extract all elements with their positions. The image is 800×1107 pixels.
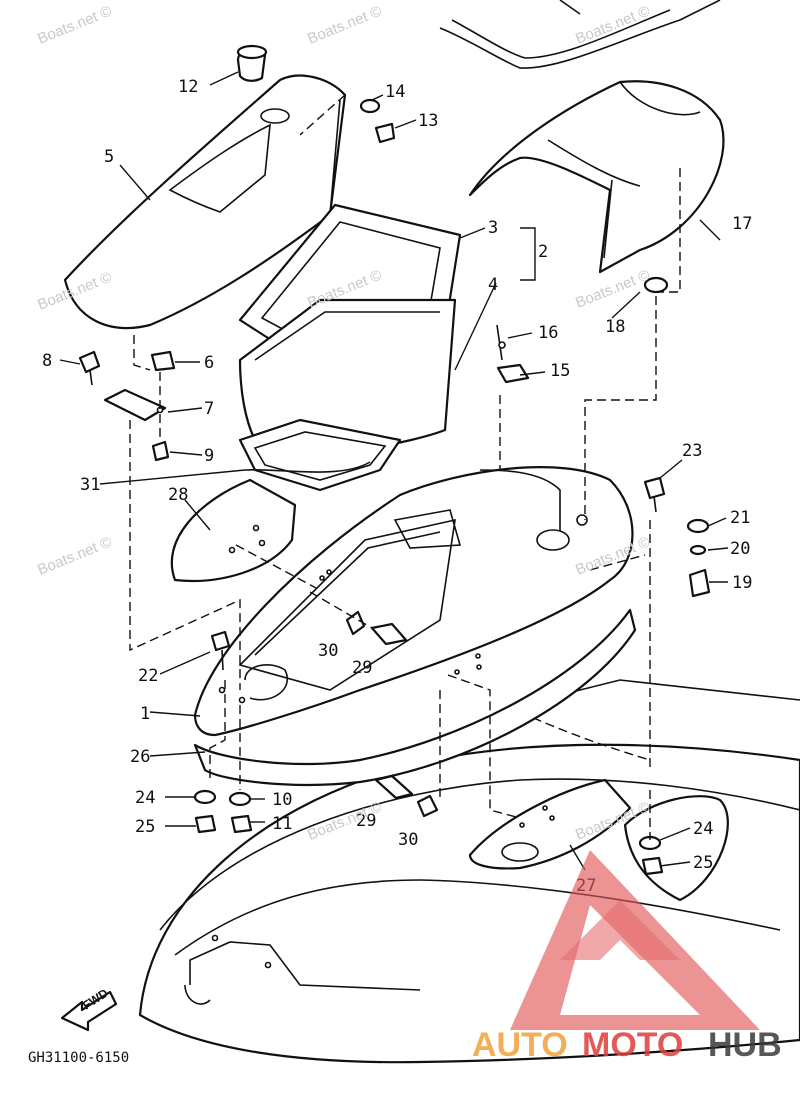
bolt-19 [688, 568, 711, 598]
callout-13: 13 [418, 111, 438, 131]
brand-logo: AUTO MOTO HUB [472, 850, 782, 1064]
callout-5: 5 [104, 147, 114, 167]
callout-22: 22 [138, 666, 158, 686]
callout-4: 4 [488, 275, 498, 295]
callout-3: 3 [488, 218, 498, 238]
bolt-23 [643, 476, 666, 513]
deck-body [193, 466, 634, 737]
bolt-29-lower [374, 774, 414, 800]
callout-10: 10 [272, 790, 292, 810]
washer-20 [689, 544, 707, 556]
clip-15 [496, 363, 530, 384]
callout-18: 18 [605, 317, 625, 337]
rub-rail [193, 608, 637, 786]
nut-25-right [641, 856, 664, 876]
brand-hub: HUB [708, 1026, 782, 1064]
callout-9: 9 [204, 446, 214, 466]
storage-tub [238, 203, 462, 455]
bolt-8 [78, 350, 101, 386]
side-plate-28 [170, 478, 297, 582]
callout-8: 8 [42, 351, 52, 371]
callout-2: 2 [538, 242, 548, 262]
callout-26: 26 [130, 747, 150, 767]
deck-outline [439, 0, 721, 69]
callout-16: 16 [538, 323, 558, 343]
drawing-code: GH31100-6150 [28, 1050, 129, 1066]
callout-31: 31 [80, 475, 100, 495]
bolt-22 [210, 630, 231, 671]
watermark-text: Boats.net © [35, 533, 114, 578]
callout-6: 6 [204, 353, 214, 373]
callout-11: 11 [272, 814, 292, 834]
callout-29-upper: 29 [352, 658, 372, 678]
callout-14: 14 [385, 82, 405, 102]
watermark-text: Boats.net © [35, 2, 114, 47]
callout-7: 7 [204, 399, 214, 419]
gasket-31 [244, 461, 371, 473]
callout-12: 12 [178, 77, 198, 97]
screw-13 [374, 122, 396, 144]
washer-24-left [193, 789, 217, 805]
callout-labels: 12 14 13 5 3 2 4 17 16 15 18 8 6 7 9 23 … [42, 77, 752, 896]
callout-21: 21 [730, 508, 750, 528]
callout-25-right: 25 [693, 853, 713, 873]
washer-14 [359, 98, 381, 114]
callout-19: 19 [732, 573, 752, 593]
callout-25-left: 25 [135, 817, 155, 837]
bolt-29-upper [370, 622, 408, 646]
hood [63, 74, 347, 330]
watermark-text: Boats.net © [305, 2, 384, 47]
callout-1: 1 [140, 704, 150, 724]
callout-24-left: 24 [135, 788, 155, 808]
assembly-lines [129, 94, 681, 840]
forward-arrow-icon: FWD [60, 986, 118, 1032]
callout-30-upper: 30 [318, 641, 338, 661]
brand-auto: AUTO [472, 1026, 568, 1064]
callout-24-right: 24 [693, 819, 713, 839]
leader-lines [59, 71, 729, 871]
callout-15: 15 [550, 361, 570, 381]
bracket-7 [103, 388, 167, 422]
callout-28: 28 [168, 485, 188, 505]
side-plate-27 [468, 778, 632, 870]
spacer-30-lower [416, 794, 439, 818]
callout-20: 20 [730, 539, 750, 559]
brand-moto: MOTO [582, 1026, 683, 1064]
washer-21 [686, 518, 710, 534]
watermark-text: Boats.net © [573, 266, 652, 311]
watermark-text: Boats.net © [573, 2, 652, 47]
nut-11 [230, 814, 253, 834]
spacer-30-upper [345, 610, 366, 636]
knob-6 [150, 350, 176, 372]
callout-23: 23 [682, 441, 702, 461]
hood-knob [236, 44, 268, 82]
nut-25-left [194, 814, 217, 834]
callout-17: 17 [732, 214, 752, 234]
callout-29-lower: 29 [356, 811, 376, 831]
callout-30-lower: 30 [398, 830, 418, 850]
pin-16 [496, 324, 506, 361]
washer-10 [228, 791, 252, 807]
seat [468, 80, 725, 274]
nut-9 [151, 440, 170, 462]
